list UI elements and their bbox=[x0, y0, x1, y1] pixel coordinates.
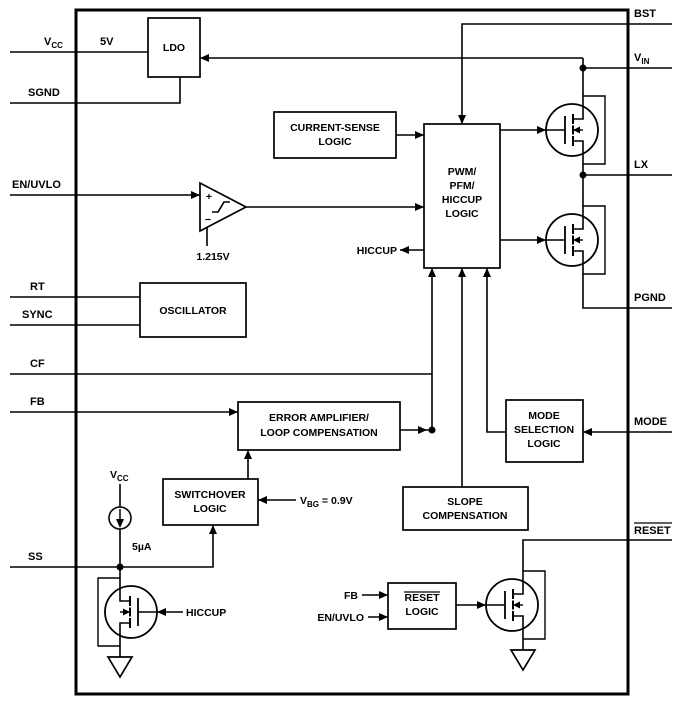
block-pwm-line2: PFM/ bbox=[449, 180, 474, 192]
reset-en-label: EN/UVLO bbox=[317, 612, 364, 624]
hiccup-gate-label: HICCUP bbox=[186, 607, 226, 619]
arrow-hiccup bbox=[400, 246, 409, 254]
arrow-vbg bbox=[258, 496, 267, 504]
arrow-comparator bbox=[415, 203, 424, 211]
arrow-en-uvlo bbox=[191, 191, 200, 199]
block-slope-comp-line2: COMPENSATION bbox=[423, 510, 508, 522]
ground-symbol-ss bbox=[106, 656, 134, 679]
block-error-amp-line2: LOOP COMPENSATION bbox=[260, 427, 377, 439]
block-pwm-line3: HICCUP bbox=[442, 194, 482, 206]
block-slope-comp bbox=[402, 486, 529, 531]
wire-bst bbox=[461, 23, 672, 124]
hysteresis-icon-2 bbox=[217, 201, 225, 213]
current-source-arrow bbox=[116, 519, 124, 528]
block-switchover-line2: LOGIC bbox=[193, 503, 227, 515]
block-pwm bbox=[423, 123, 501, 269]
arrow-mode-pin bbox=[583, 428, 592, 436]
arrow-hiccup-gate bbox=[157, 608, 166, 616]
pin-label-sgnd: SGND bbox=[28, 87, 60, 99]
junction-vin bbox=[579, 64, 587, 72]
block-ldo bbox=[147, 17, 201, 78]
wire-mode-sel-out bbox=[486, 268, 506, 433]
block-ldo-label: LDO bbox=[163, 42, 185, 54]
arrow-ldo-input bbox=[200, 54, 209, 62]
arrow-erramp-out bbox=[418, 426, 427, 434]
wire-pgnd bbox=[582, 285, 672, 309]
left-pin-wires bbox=[10, 51, 432, 568]
arrow-mode-sel bbox=[483, 268, 491, 277]
pin-label-vcc: VCC bbox=[44, 36, 63, 50]
block-mode-selection-line3: LOGIC bbox=[527, 438, 561, 450]
pin-label-rt: RT bbox=[30, 281, 45, 293]
comparator-minus-sign: − bbox=[205, 214, 211, 226]
ground-symbol-reset bbox=[509, 649, 537, 672]
pin-label-cf: CF bbox=[30, 358, 45, 370]
block-error-amp bbox=[237, 401, 401, 451]
block-current-sense-line2: LOGIC bbox=[318, 136, 352, 148]
block-mode-selection-line1: MODE bbox=[528, 410, 560, 422]
block-reset-logic-line1: RESET bbox=[404, 592, 440, 604]
bandgap-label: VBG = 0.9V bbox=[300, 495, 353, 509]
reset-fb-label: FB bbox=[344, 590, 358, 602]
pin-label-ss: SS bbox=[28, 551, 43, 563]
internal-vcc-label: VCC bbox=[110, 469, 129, 483]
en-comparator: + − bbox=[199, 181, 248, 233]
block-mode-selection bbox=[505, 399, 584, 463]
hiccup-signal-label: HICCUP bbox=[357, 245, 397, 257]
pin-label-pgnd: PGND bbox=[634, 292, 666, 304]
arrow-fb bbox=[229, 408, 238, 416]
wire-ss bbox=[10, 525, 214, 568]
arrow-reset-fb bbox=[379, 591, 388, 599]
arrow-ls-gate bbox=[537, 236, 546, 244]
block-reset-logic bbox=[387, 582, 457, 630]
comparator-triangle bbox=[199, 181, 248, 233]
arrow-switchover bbox=[244, 450, 252, 459]
pin-labels: VCC SGND EN/UVLO RT SYNC CF FB SS BST VI… bbox=[12, 8, 672, 563]
arrow-bst bbox=[458, 115, 466, 124]
block-switchover-line1: SWITCHOVER bbox=[174, 489, 246, 501]
arrow-reset-out bbox=[477, 601, 486, 609]
pin-label-lx: LX bbox=[634, 159, 649, 171]
pin-label-mode: MODE bbox=[634, 416, 667, 428]
arrow-current-sense bbox=[415, 131, 424, 139]
pin-label-fb: FB bbox=[30, 396, 45, 408]
comparator-reference-label: 1.215V bbox=[196, 251, 229, 263]
wire-sgnd bbox=[10, 77, 181, 104]
pin-label-reset: RESET bbox=[634, 525, 671, 537]
junction-comp bbox=[428, 426, 436, 434]
arrow-hs-gate bbox=[537, 126, 546, 134]
comparator-plus-sign: + bbox=[206, 191, 212, 203]
block-current-sense-line1: CURRENT-SENSE bbox=[290, 122, 380, 134]
right-pin-wires bbox=[461, 23, 672, 560]
arrow-ss-switchover bbox=[209, 525, 217, 534]
soft-start-current-label: 5µA bbox=[132, 541, 152, 553]
internal-wires bbox=[119, 57, 583, 618]
pin-label-bst: BST bbox=[634, 8, 656, 20]
wire-reset bbox=[522, 539, 672, 560]
soft-start-current-source bbox=[108, 506, 132, 530]
pin-label-en-uvlo: EN/UVLO bbox=[12, 179, 61, 191]
block-current-sense bbox=[273, 111, 397, 159]
block-reset-logic-line2: LOGIC bbox=[405, 606, 439, 618]
ldo-input-voltage-label: 5V bbox=[100, 36, 114, 48]
block-slope-comp-line1: SLOPE bbox=[447, 496, 483, 508]
arrowheads bbox=[157, 54, 592, 621]
block-error-amp-line1: ERROR AMPLIFIER/ bbox=[269, 412, 369, 424]
arrow-slope bbox=[458, 268, 466, 277]
block-oscillator-label: OSCILLATOR bbox=[159, 305, 227, 317]
pin-label-sync: SYNC bbox=[22, 309, 53, 321]
pin-label-vin: VIN bbox=[634, 52, 650, 66]
blocks: LDO CURRENT-SENSE LOGIC PWM/ PFM/ HICCUP… bbox=[139, 17, 584, 630]
annotations: 5V 1.215V HICCUP VBG = 0.9V VCC 5µA HICC… bbox=[100, 36, 397, 624]
block-mode-selection-line2: SELECTION bbox=[514, 424, 574, 436]
block-pwm-line4: LOGIC bbox=[445, 208, 479, 220]
block-oscillator bbox=[139, 282, 247, 338]
block-pwm-line1: PWM/ bbox=[448, 166, 477, 178]
arrow-reset-en bbox=[379, 613, 388, 621]
arrow-comp-node bbox=[428, 268, 436, 277]
block-switchover bbox=[162, 478, 259, 526]
